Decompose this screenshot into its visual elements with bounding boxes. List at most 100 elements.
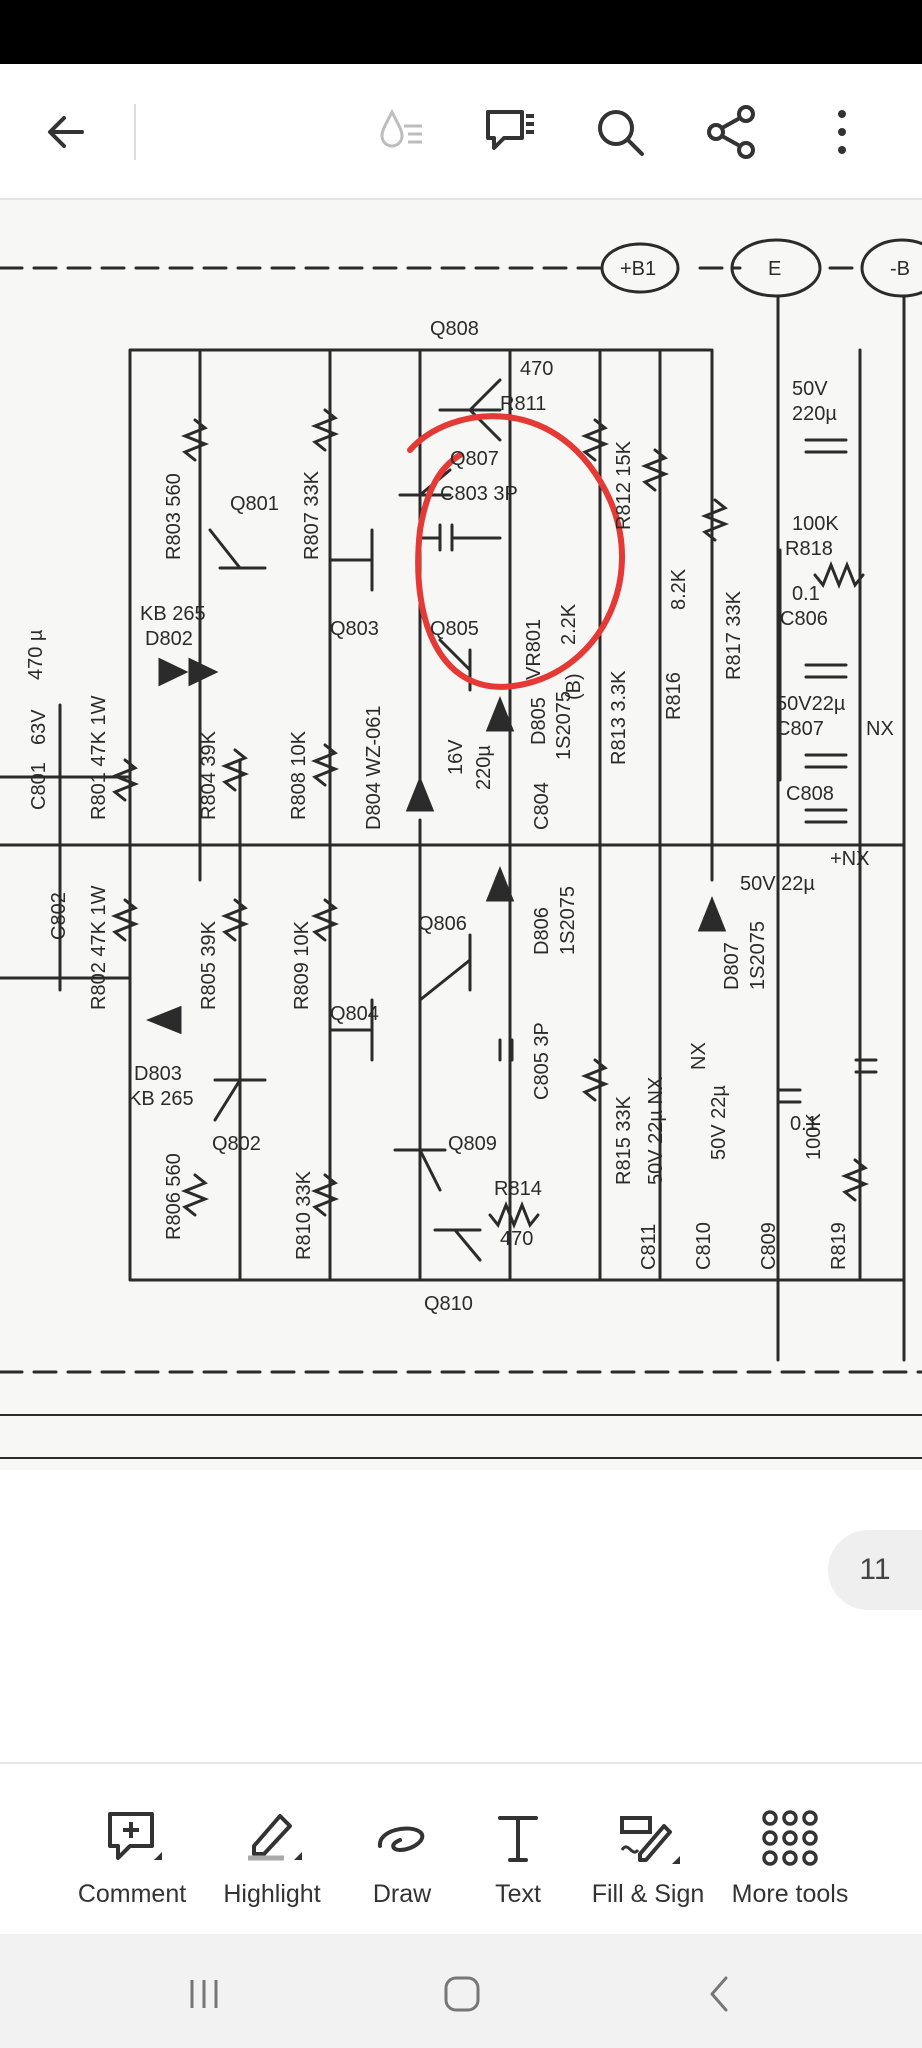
component-label: D804 WZ-061 [363,706,385,831]
component-label: Q809 [448,1133,497,1155]
component-label: D806 [531,907,553,955]
component-label: C809 [758,1222,780,1270]
share-button[interactable] [690,90,774,174]
system-back-button[interactable] [690,1964,750,2024]
search-button[interactable] [578,90,662,174]
component-label: 0.1 [790,1113,818,1135]
component-label: C804 [531,782,553,830]
system-back-icon [710,1976,728,2012]
component-label: 2.2K [558,603,580,645]
component-label: C807 [776,718,824,740]
more-options-button[interactable] [800,90,884,174]
highlight-pen-icon [248,1814,302,1861]
component-label: R805 39K [198,920,220,1010]
component-label: 100K [803,1113,825,1160]
component-label: C801 [28,762,50,810]
component-label: 50V22µ [776,693,846,715]
rail-label: E [768,258,781,280]
component-label: C806 [780,608,828,630]
comments-button[interactable] [468,90,552,174]
component-label: Q808 [430,318,479,340]
reading-mode-icon [380,108,422,148]
component-label: C808 [786,783,834,805]
highlight-tool[interactable]: Highlight [210,1764,334,1936]
fill-sign-tool[interactable]: Fill & Sign [580,1764,716,1936]
draw-tool[interactable]: Draw [352,1764,452,1936]
back-arrow-icon [48,116,84,148]
recent-apps-button[interactable] [174,1964,234,2024]
grid-dots-icon [762,1810,818,1866]
component-label: Q807 [450,448,499,470]
status-bar [0,0,922,64]
component-label: (B) [563,673,585,700]
component-label: 50V [792,378,828,400]
recent-apps-icon [190,1980,218,2008]
component-label: 220µ [473,745,495,790]
component-label: D802 [145,628,193,650]
red-annotation-circle [407,413,626,690]
fill-sign-icon [620,1816,680,1864]
rail-label: +B1 [620,258,656,280]
component-label: 50V 22µ [708,1085,730,1160]
component-label: R817 33K [723,590,745,680]
toolbar-divider [134,104,136,160]
component-label: R806 560 [163,1153,185,1240]
component-label: R814 [494,1178,542,1200]
component-label: D805 [528,697,550,745]
component-label: KB 265 [140,603,206,625]
rail-label: -B [890,258,910,280]
component-label: R801 47K 1W [88,695,110,820]
component-label: 1S2075 [553,691,575,760]
comments-icon [486,110,534,150]
component-label: 470 µ [25,629,47,680]
component-label: R812 15K [613,440,635,530]
component-label: R808 10K [288,730,310,820]
page-number-badge: 11 [828,1530,922,1610]
component-label: R816 [663,672,685,720]
more-tools[interactable]: More tools [724,1764,856,1936]
component-label: R815 33K [613,1095,635,1185]
component-label: Q802 [212,1133,261,1155]
reading-mode-button[interactable] [360,90,444,174]
component-label: C811 [638,1224,660,1270]
component-label: Q805 [430,618,479,640]
top-app-bar [0,64,922,200]
component-label: 470 [500,1228,533,1250]
search-icon [598,110,644,156]
component-label: +NX [830,848,869,870]
home-icon [444,1976,480,2012]
component-label: R813 3.3K [608,670,630,765]
component-label: 220µ [792,403,837,425]
comment-tool[interactable]: Comment [70,1764,194,1936]
component-label: C803 3P [440,483,518,505]
component-label: C805 3P [531,1022,553,1100]
top-bar-border [0,198,922,200]
component-label: 0.1 [792,583,820,605]
component-label: VR801 [523,619,545,680]
component-label: 50V 22µ [740,873,815,895]
more-vertical-icon [838,110,846,154]
text-tool[interactable]: Text [468,1764,568,1936]
component-label: R809 10K [291,920,313,1010]
component-label: R807 33K [301,470,323,560]
component-label: 50V 22µ NX [645,1077,667,1185]
back-button[interactable] [24,90,108,174]
component-label: KB 265 [128,1088,194,1110]
component-label: NX [866,718,894,740]
component-label: D803 [134,1063,182,1085]
component-label: Q801 [230,493,279,515]
component-label: 8.2K [668,568,690,610]
component-label: R803 560 [163,473,185,560]
text-t-icon [498,1816,538,1862]
component-label: NX [688,1042,710,1070]
component-label: Q810 [424,1293,473,1315]
home-button[interactable] [432,1964,492,2024]
component-label: R810 33K [293,1170,315,1260]
component-label: Q803 [330,618,379,640]
component-label: R811 [500,393,546,415]
component-label: C802 [48,892,70,940]
draw-scribble-icon [378,1826,425,1853]
